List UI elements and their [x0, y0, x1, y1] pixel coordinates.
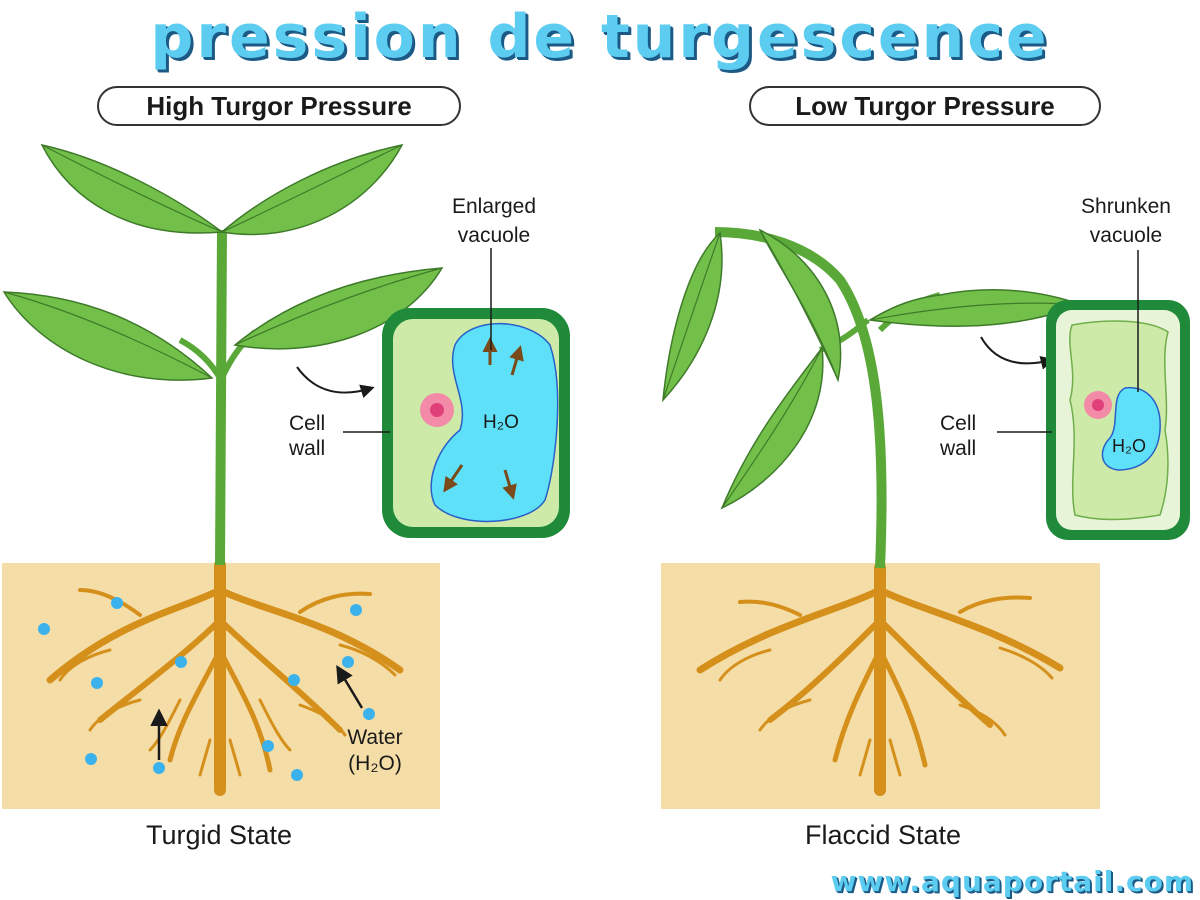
state-turgid: Turgid State: [146, 820, 293, 850]
label-water: Water: [347, 726, 402, 749]
water-droplets: [38, 597, 375, 781]
leaves-turgid: [2, 143, 444, 381]
zoom-arrow-flaccid: [980, 336, 1055, 370]
cell-flaccid: [1046, 300, 1190, 540]
label-cell-flaccid: Cell: [940, 412, 976, 435]
label-vacuole-flaccid: vacuole: [1090, 224, 1162, 247]
roots-flaccid: [696, 562, 1064, 796]
label-wall-flaccid: wall: [939, 437, 976, 460]
heading-low-turgor: Low Turgor Pressure: [749, 86, 1101, 126]
main-title: pression de turgescence: [150, 2, 1050, 72]
state-flaccid: Flaccid State: [805, 820, 962, 850]
label-wall-turgid: wall: [288, 437, 325, 460]
heading-high-turgor: High Turgor Pressure: [97, 86, 461, 126]
stem-turgid: [215, 229, 227, 566]
label-shrunken: Shrunken: [1081, 195, 1171, 218]
label-cell-turgid: Cell: [289, 412, 325, 435]
watermark: www.aquaportail.com: [830, 865, 1194, 898]
enlarged-vacuole: [430, 322, 559, 523]
zoom-arrow-turgid: [296, 366, 375, 399]
h2o-flaccid: H₂O: [1112, 436, 1146, 456]
shrunken-vacuole: [1101, 386, 1161, 471]
water-arrow-diagonal: [336, 664, 364, 709]
roots-turgid: [46, 559, 404, 796]
label-enlarged: Enlarged: [452, 195, 536, 218]
label-vacuole-turgid: vacuole: [458, 224, 530, 247]
cell-turgid: [382, 308, 570, 538]
label-water-formula: (H₂O): [348, 752, 402, 775]
h2o-turgid: H₂O: [483, 412, 519, 433]
